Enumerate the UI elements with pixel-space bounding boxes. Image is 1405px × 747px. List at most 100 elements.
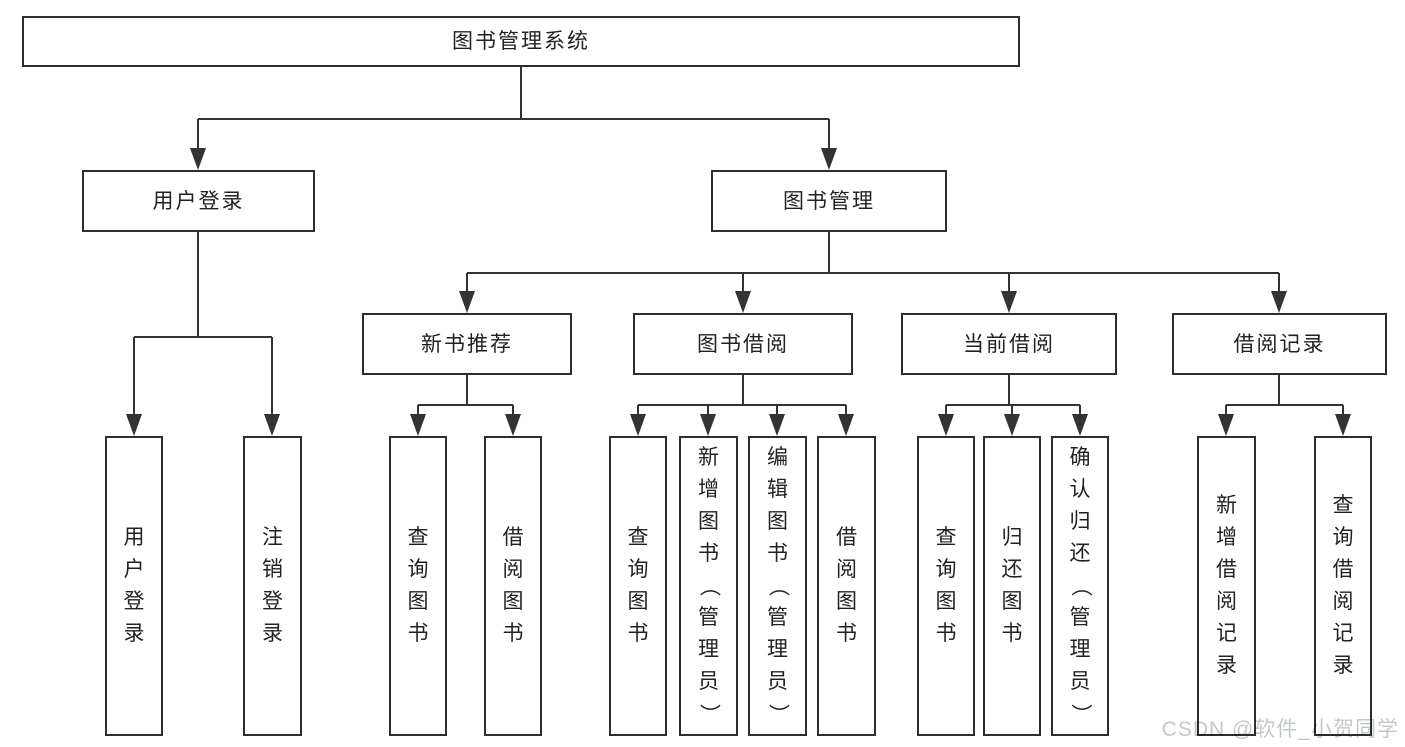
vertical-glyph: 辑 [767, 478, 788, 501]
node-new-book-recommend: 新书推荐 [362, 313, 572, 375]
vertical-glyph: 书 [935, 622, 957, 645]
node-query-borrowing-record: 查询借阅记录 [1314, 436, 1372, 736]
vertical-glyph: 员 [698, 670, 719, 693]
node-label: 图书借阅 [697, 332, 789, 356]
node-label: 归还图书 [985, 522, 1039, 650]
arrowhead-down-icon [410, 414, 426, 436]
vertical-glyph: 书 [836, 622, 857, 645]
node-label: 图书管理 [783, 189, 875, 213]
node-label: 借阅图书 [486, 522, 540, 650]
vertical-glyph: 录 [1332, 654, 1354, 677]
vertical-glyph: 图 [1001, 590, 1023, 613]
node-edit-books-admin: 编辑图书（管理员） [748, 436, 807, 736]
vertical-glyph: 确 [1069, 446, 1091, 469]
vertical-glyph: 图 [698, 510, 719, 533]
vertical-glyph: 书 [407, 622, 429, 645]
node-add-borrowing-record: 新增借阅记录 [1197, 436, 1256, 736]
node-book-borrowing: 图书借阅 [633, 313, 853, 375]
vertical-glyph: 查 [627, 526, 649, 549]
node-label: 新增图书（管理员） [681, 442, 736, 730]
node-label: 查询图书 [919, 522, 973, 650]
vertical-glyph: 归 [1069, 510, 1091, 533]
vertical-glyph: 注 [262, 526, 283, 549]
arrowhead-down-icon [700, 414, 716, 436]
vertical-glyph: 查 [407, 526, 429, 549]
arrowhead-down-icon [821, 148, 837, 170]
node-query-books-current: 查询图书 [917, 436, 975, 736]
vertical-glyph: 询 [1332, 526, 1354, 549]
vertical-glyph: 书 [1001, 622, 1023, 645]
node-user-login-leaf: 用户登录 [105, 436, 163, 736]
vertical-glyph: 管 [767, 606, 788, 629]
vertical-glyph: 理 [767, 638, 788, 661]
vertical-glyph: 销 [262, 558, 283, 581]
vertical-glyph: 新 [698, 446, 719, 469]
arrowhead-down-icon [459, 291, 475, 313]
vertical-glyph: 询 [627, 558, 649, 581]
vertical-glyph: 增 [1216, 526, 1237, 549]
node-borrow-books-recommend: 借阅图书 [484, 436, 542, 736]
vertical-glyph: 录 [123, 622, 145, 645]
vertical-glyph: 记 [1216, 622, 1237, 645]
vertical-glyph: 图 [407, 590, 429, 613]
node-return-books: 归还图书 [983, 436, 1041, 736]
node-label: 确认归还（管理员） [1053, 442, 1107, 730]
node-confirm-return-admin: 确认归还（管理员） [1051, 436, 1109, 736]
vertical-glyph: 询 [935, 558, 957, 581]
vertical-glyph: 认 [1069, 478, 1091, 501]
vertical-glyph: 还 [1069, 542, 1091, 565]
node-query-books-recommend: 查询图书 [389, 436, 447, 736]
watermark: CSDN @软件_小贺同学 [1161, 718, 1399, 741]
vertical-glyph: 用 [123, 526, 145, 549]
node-label: 当前借阅 [963, 332, 1055, 356]
node-borrowing-records: 借阅记录 [1172, 313, 1387, 375]
vertical-glyph: 借 [1332, 558, 1354, 581]
arrowhead-down-icon [735, 291, 751, 313]
vertical-glyph: 阅 [1216, 590, 1237, 613]
node-label: 查询借阅记录 [1316, 490, 1370, 682]
node-book-management: 图书管理 [711, 170, 947, 232]
arrowhead-down-icon [126, 414, 142, 436]
node-label: 注销登录 [245, 522, 300, 650]
vertical-glyph: 书 [698, 542, 719, 565]
vertical-glyph: 借 [1216, 558, 1237, 581]
vertical-glyph: 图 [627, 590, 649, 613]
vertical-glyph: 录 [1216, 654, 1237, 677]
vertical-glyph: 图 [836, 590, 857, 613]
vertical-glyph: 员 [1069, 670, 1091, 693]
node-label: 借阅图书 [819, 522, 874, 650]
vertical-glyph: 管 [698, 606, 719, 629]
node-logout: 注销登录 [243, 436, 302, 736]
vertical-glyph: 查 [935, 526, 957, 549]
node-current-borrowing: 当前借阅 [901, 313, 1117, 375]
vertical-glyph: 员 [767, 670, 788, 693]
arrowhead-down-icon [1072, 414, 1088, 436]
arrowhead-down-icon [630, 414, 646, 436]
vertical-glyph: 录 [262, 622, 283, 645]
vertical-glyph: ） [697, 703, 721, 725]
arrowhead-down-icon [838, 414, 854, 436]
node-label: 用户登录 [152, 189, 245, 213]
vertical-glyph: 书 [502, 622, 524, 645]
vertical-glyph: 登 [262, 590, 283, 613]
vertical-glyph: 编 [767, 446, 788, 469]
node-query-books-borrowing: 查询图书 [609, 436, 667, 736]
vertical-glyph: 理 [698, 638, 719, 661]
vertical-glyph: 阅 [836, 558, 857, 581]
vertical-glyph: 户 [123, 558, 145, 581]
vertical-glyph: 新 [1216, 494, 1237, 517]
node-library-management-system: 图书管理系统 [22, 16, 1020, 67]
vertical-glyph: 还 [1001, 558, 1023, 581]
node-label: 用户登录 [107, 522, 161, 650]
vertical-glyph: 归 [1001, 526, 1023, 549]
node-label: 编辑图书（管理员） [750, 442, 805, 730]
arrowhead-down-icon [1271, 291, 1287, 313]
vertical-glyph: 询 [407, 558, 429, 581]
vertical-glyph: ） [766, 703, 790, 725]
node-label: 图书管理系统 [452, 30, 590, 53]
arrowhead-down-icon [264, 414, 280, 436]
arrowhead-down-icon [1218, 414, 1234, 436]
vertical-glyph: 查 [1332, 494, 1354, 517]
